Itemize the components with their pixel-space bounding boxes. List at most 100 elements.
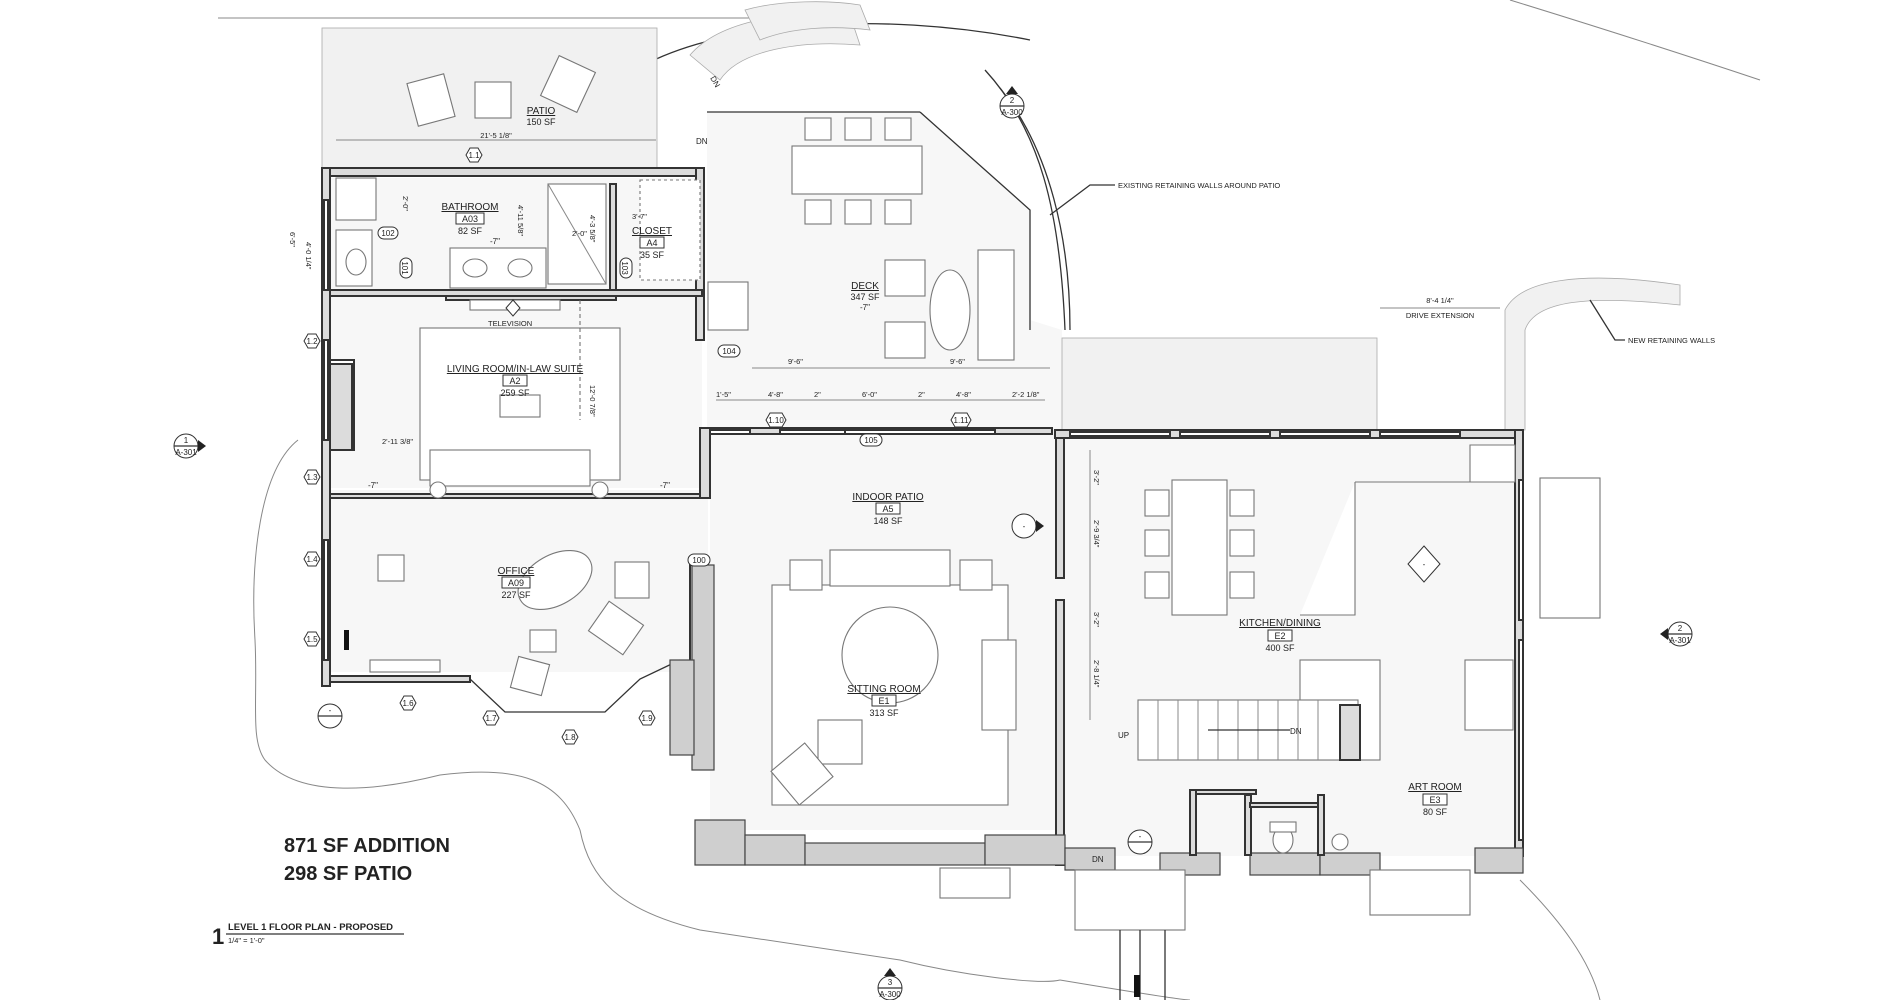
dim-bath-e: 2'-0" — [572, 229, 587, 238]
dim-run-f: 4'-8" — [956, 390, 971, 399]
room-patio: PATIO 150 SF — [526, 106, 556, 127]
room-bathroom: BATHROOM A03 82 SF -7" — [441, 202, 500, 246]
kitchen-fixtures — [1137, 444, 1516, 854]
window-tag: 1.7 — [485, 714, 497, 723]
room-area: 259 SF — [500, 388, 530, 398]
deck-dn: DN — [696, 137, 708, 146]
room-code: A2 — [509, 376, 520, 386]
room-area: 80 SF — [1423, 807, 1448, 817]
window-tag: 1.2 — [306, 337, 318, 346]
dim-closet: 3'-7" — [632, 212, 647, 221]
addition-area: 871 SF ADDITION — [284, 835, 450, 857]
room-code: A09 — [508, 578, 524, 588]
door-tag: 102 — [381, 229, 395, 238]
room-name: LIVING ROOM/IN-LAW SUITE — [447, 364, 584, 375]
room-closet: CLOSET A4 35 SF — [632, 226, 672, 260]
room-area: 148 SF — [873, 516, 903, 526]
room-area: 400 SF — [1265, 643, 1295, 653]
room-elevation: -7" — [368, 481, 378, 490]
drive-extension — [1061, 337, 1378, 435]
room-art: ART ROOM E3 80 SF — [1408, 782, 1462, 817]
drawing-scale: 1/4" = 1'-0" — [228, 936, 265, 945]
level-mark: - — [329, 706, 332, 715]
door-tag: 100 — [692, 556, 706, 565]
room-living: LIVING ROOM/IN-LAW SUITE A2 259 SF -7" -… — [368, 364, 670, 490]
annotations: EXISTING RETAINING WALLS AROUND PATIO NE… — [344, 75, 1715, 864]
dim-run-g: 2'-2 1/8" — [1012, 390, 1040, 399]
dim-kit-a: 3'-2" — [1092, 470, 1101, 485]
patio-area-total: 298 SF PATIO — [284, 863, 412, 885]
room-code: A03 — [462, 214, 478, 224]
door-tags: 102 101 103 104 105 100 — [377, 226, 883, 567]
office-furniture — [369, 549, 650, 697]
dimensions: 21'-5 1/8" 6'-5" 4'-0 1/4" 2'-0" 4'-11 5… — [288, 131, 1500, 720]
dim-bath-b: 4'-0 1/4" — [304, 242, 313, 270]
room-name: ART ROOM — [1408, 782, 1462, 793]
front-dn: DN — [1092, 855, 1104, 864]
bathroom-fixtures — [335, 177, 701, 291]
section-num: 2 — [1678, 624, 1683, 633]
room-elevation: -7" — [490, 237, 500, 246]
section-sheet: A-301 — [1669, 636, 1691, 645]
dim-drive: 8'-4 1/4" — [1426, 296, 1454, 305]
room-code: E3 — [1429, 795, 1440, 805]
room-name: OFFICE — [498, 566, 535, 577]
dim-patio: 21'-5 1/8" — [480, 131, 512, 140]
level-mark: - — [1023, 522, 1026, 531]
level-mark: - — [1423, 560, 1426, 569]
room-area: 150 SF — [526, 117, 556, 127]
dim-run-a: 1'-5" — [716, 390, 731, 399]
section-sheet: A-301 — [175, 448, 197, 457]
window-tag: 1.4 — [306, 555, 318, 564]
door-tag: 105 — [864, 436, 878, 445]
room-code: A5 — [882, 504, 893, 514]
new-retaining-wall — [1504, 277, 1681, 431]
room-name: KITCHEN/DINING — [1239, 618, 1321, 629]
exterior-steps — [939, 477, 1601, 1000]
windows — [323, 199, 1524, 841]
room-name: BATHROOM — [441, 202, 498, 213]
drive-extension-label: DRIVE EXTENSION — [1406, 311, 1474, 320]
note-new-walls: NEW RETAINING WALLS — [1628, 336, 1715, 345]
dim-run-c: 2" — [814, 390, 821, 399]
dim-living-depth: 12'-0 7/8" — [588, 385, 597, 417]
living-furniture — [329, 299, 621, 499]
room-name: INDOOR PATIO — [852, 492, 924, 503]
section-num: 3 — [888, 978, 893, 987]
window-tag: 1.1 — [468, 151, 480, 160]
section-marker-3: 2 A-300 — [999, 86, 1025, 119]
room-elevation: -7" — [860, 303, 870, 312]
kitchen-floor — [1063, 436, 1517, 856]
dim-kit-b: 2'-9 3/4" — [1092, 520, 1101, 548]
window-tag: 1.6 — [402, 699, 414, 708]
dim-kit-d: 2'-8 1/4" — [1092, 660, 1101, 688]
window-tag: 1.8 — [564, 733, 576, 742]
stair-up: UP — [1118, 731, 1129, 740]
dim-deck-a: 9'-6" — [788, 357, 803, 366]
room-area: 227 SF — [501, 590, 531, 600]
patio-area — [321, 27, 658, 169]
existing-retaining-wall — [689, 1, 871, 81]
room-area: 313 SF — [869, 708, 899, 718]
section-marker-4: 3 A-300 — [877, 968, 903, 1000]
window-tags: 1.1 1.2 1.3 1.4 1.5 1.6 1.7 1.8 1.9 1.10… — [303, 147, 972, 745]
section-num: 1 — [184, 436, 189, 445]
window-tag: 1.3 — [306, 473, 318, 482]
room-name: PATIO — [527, 106, 556, 117]
drawing-number: 1 — [212, 924, 224, 949]
dim-run-b: 4'-8" — [768, 390, 783, 399]
section-sheet: A-300 — [879, 990, 901, 999]
room-sitting: SITTING ROOM E1 313 SF — [847, 684, 920, 718]
door-tag: 103 — [620, 261, 629, 275]
door-tag: 104 — [722, 347, 736, 356]
room-area: 35 SF — [640, 250, 665, 260]
room-name: SITTING ROOM — [847, 684, 920, 695]
window-tag: 1.11 — [954, 416, 970, 425]
room-indoor-patio: INDOOR PATIO A5 148 SF — [852, 492, 924, 526]
room-area: 347 SF — [850, 292, 880, 302]
room-code: A4 — [646, 238, 657, 248]
dim-bath-d: 4'-11 5/8" — [516, 205, 525, 236]
level-mark: - — [1139, 832, 1142, 841]
tv-label: TELEVISION — [488, 319, 532, 328]
